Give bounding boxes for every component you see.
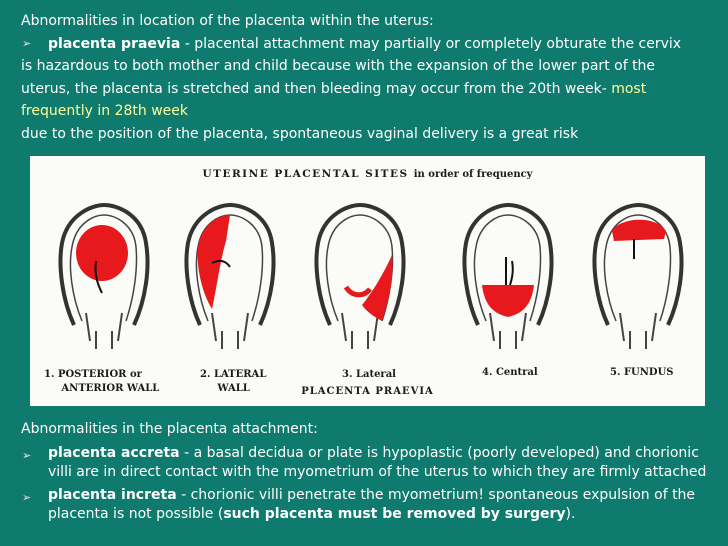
arrow-bullet-icon: ➢ xyxy=(22,449,32,462)
increta-end: ). xyxy=(565,506,576,522)
caption-3-number: 3. xyxy=(342,369,353,380)
caption-4-line1: Central xyxy=(495,367,538,378)
figure-title-main: UTERINE PLACENTAL SITES xyxy=(202,168,409,180)
caption-2: 2. LATERAL WALL xyxy=(200,368,266,396)
uterus-illustration-1 xyxy=(58,202,150,349)
caption-5: 5. FUNDUS xyxy=(610,366,674,380)
caption-1: 1. POSTERIOR or ANTERIOR WALL xyxy=(44,368,159,396)
caption-1-line1: POSTERIOR or xyxy=(57,369,142,380)
praevia-line-4: frequently in 28th week xyxy=(21,103,188,119)
accreta-term: placenta accreta xyxy=(48,445,180,461)
increta-bullet: ➢ placenta increta - chorionic villi pen… xyxy=(21,486,721,524)
praevia-line-3b: most xyxy=(611,80,647,97)
increta-bold: such placenta must be removed by surgery xyxy=(223,506,566,522)
accreta-bullet: ➢ placenta accreta - a basal decidua or … xyxy=(21,444,721,482)
increta-desc: - chorionic villi penetrate the myometri… xyxy=(48,487,696,522)
uterus-illustration-4 xyxy=(462,202,554,349)
caption-3-line1: Lateral xyxy=(355,369,396,380)
location-heading: Abnormalities in location of the placent… xyxy=(21,13,434,29)
figure-footer: PLACENTA PRAEVIA xyxy=(301,386,434,397)
praevia-desc: - placental attachment may partially or … xyxy=(180,35,682,52)
caption-3: 3. Lateral xyxy=(342,368,396,382)
praevia-line-3a: uterus, the placenta is stretched and th… xyxy=(21,80,612,97)
caption-5-number: 5. xyxy=(610,367,621,378)
caption-4-number: 4. xyxy=(482,367,493,378)
praevia-line-5: due to the position of the placenta, spo… xyxy=(21,125,579,142)
caption-2-line1: LATERAL xyxy=(213,369,267,380)
figure-title-sub: in order of frequency xyxy=(413,169,533,180)
arrow-bullet-icon: ➢ xyxy=(22,491,32,504)
placental-sites-figure: UTERINE PLACENTAL SITES in order of freq… xyxy=(30,156,705,406)
caption-1-line2: ANTERIOR WALL xyxy=(61,383,160,394)
accreta-desc: - a basal decidua or plate is hypoplasti… xyxy=(48,445,707,480)
attachment-section: Abnormalities in the placenta attachment… xyxy=(21,418,721,524)
caption-2-line2: WALL xyxy=(217,383,250,394)
uterus-illustration-3 xyxy=(314,202,406,349)
arrow-bullet-icon: ➢ xyxy=(22,36,32,50)
caption-5-line1: FUNDUS xyxy=(623,367,674,378)
praevia-term: placenta praevia xyxy=(48,35,181,52)
praevia-bullet: ➢ placenta praevia - placental attachmen… xyxy=(21,33,721,56)
caption-2-number: 2. xyxy=(200,369,211,380)
praevia-line-2: is hazardous to both mother and child be… xyxy=(21,58,656,74)
caption-4: 4. Central xyxy=(482,366,538,380)
praevia-line-3: uterus, the placenta is stretched and th… xyxy=(21,78,721,101)
uterus-illustration-5 xyxy=(592,202,684,349)
caption-1-number: 1. xyxy=(44,369,55,380)
figure-title: UTERINE PLACENTAL SITES in order of freq… xyxy=(30,168,705,180)
attachment-heading: Abnormalities in the placenta attachment… xyxy=(21,421,318,437)
uterus-illustration-2 xyxy=(184,202,276,349)
location-section: Abnormalities in location of the placent… xyxy=(21,10,721,145)
increta-term: placenta increta xyxy=(48,487,177,503)
